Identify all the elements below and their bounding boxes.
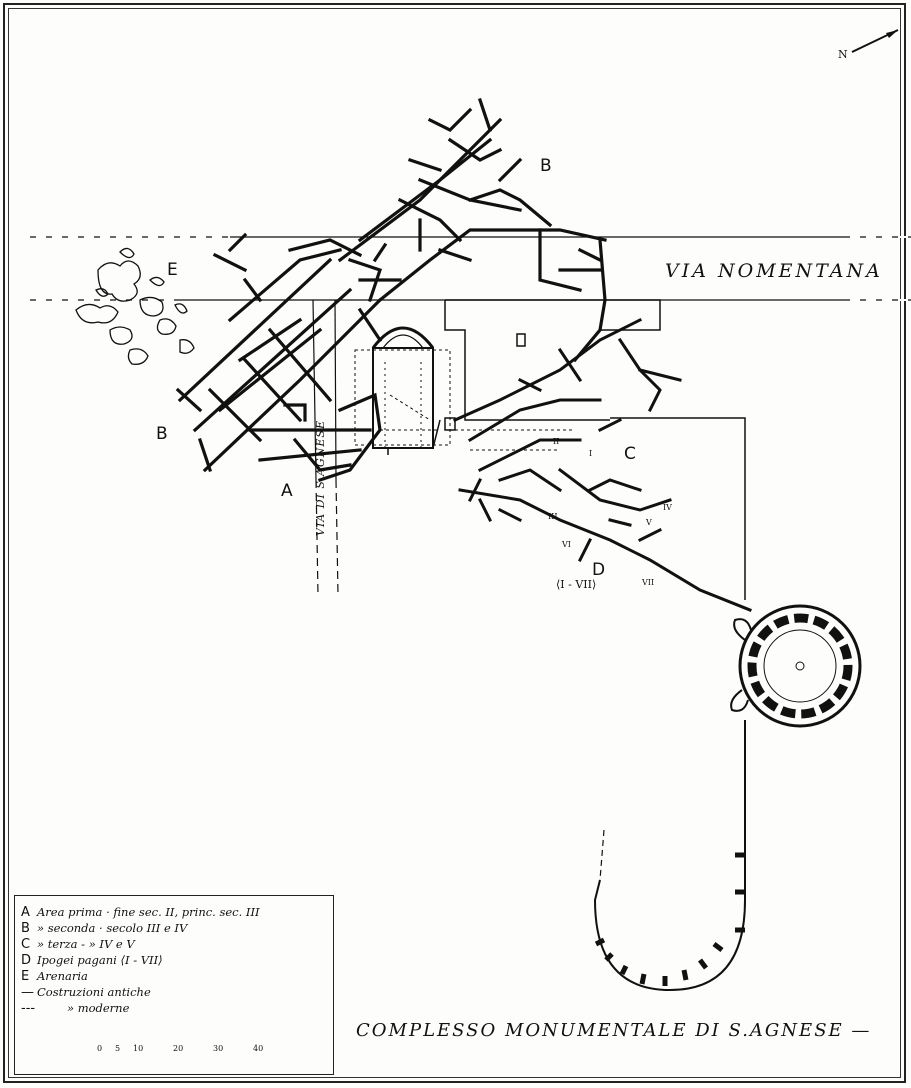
road-label-via-di-sagnese: VIA DI S.AGNESE <box>314 420 327 536</box>
scale-tick-20: 20 <box>173 1044 184 1053</box>
area-label-c: C <box>624 444 636 464</box>
north-label: N <box>838 48 848 61</box>
hypogeum-label-7: VII <box>642 578 655 587</box>
hypogeum-label-2: II <box>553 437 560 446</box>
arenaria-area <box>75 247 195 365</box>
area-label-b-west: B <box>156 424 168 444</box>
basilica <box>354 326 456 455</box>
area-label-a: A <box>281 481 293 501</box>
south-enclosure <box>593 720 746 992</box>
map-title: COMPLESSO MONUMENTALE DI S.AGNESE — <box>356 1020 872 1041</box>
legend-item: ---» moderne <box>21 1001 130 1016</box>
north-galleries <box>337 97 607 363</box>
inner-frame <box>8 8 901 1078</box>
hypogea-range-label: ⟨I - VII⟩ <box>556 578 597 591</box>
scale-tick-30: 30 <box>213 1044 224 1053</box>
legend-item: B» seconda · secolo III e IV <box>21 921 188 936</box>
hypogeum-label-5: V <box>646 518 652 527</box>
legend-item: C» terza - » IV e V <box>21 937 135 952</box>
scale-tick-5: 5 <box>115 1044 121 1053</box>
hypogeum-label-3: III <box>548 512 558 521</box>
outer-frame <box>3 3 906 1083</box>
scale-tick-0: 0 <box>97 1044 103 1053</box>
hypogeum-label-4: IV <box>663 503 672 512</box>
hypogeum-label-6: VI <box>562 540 571 549</box>
modern-paths <box>389 394 575 451</box>
mausoleum <box>730 604 862 728</box>
east-galleries <box>453 317 752 612</box>
road-label-via-nomentana: VIA NOMENTANA <box>665 260 883 282</box>
north-arrow-icon <box>851 29 899 53</box>
hypogeum-label-1: I <box>589 449 593 458</box>
area-label-d: D <box>592 560 606 580</box>
area-label-e: E <box>167 260 178 280</box>
enclosure-walls <box>444 299 746 600</box>
via-di-sagnese-road <box>312 299 339 596</box>
legend-item: —Costruzioni antiche <box>21 985 151 1000</box>
scale-tick-10: 10 <box>133 1044 144 1053</box>
west-galleries <box>175 232 383 483</box>
area-label-b-north: B <box>540 156 552 176</box>
scale-tick-40: 40 <box>253 1044 264 1053</box>
